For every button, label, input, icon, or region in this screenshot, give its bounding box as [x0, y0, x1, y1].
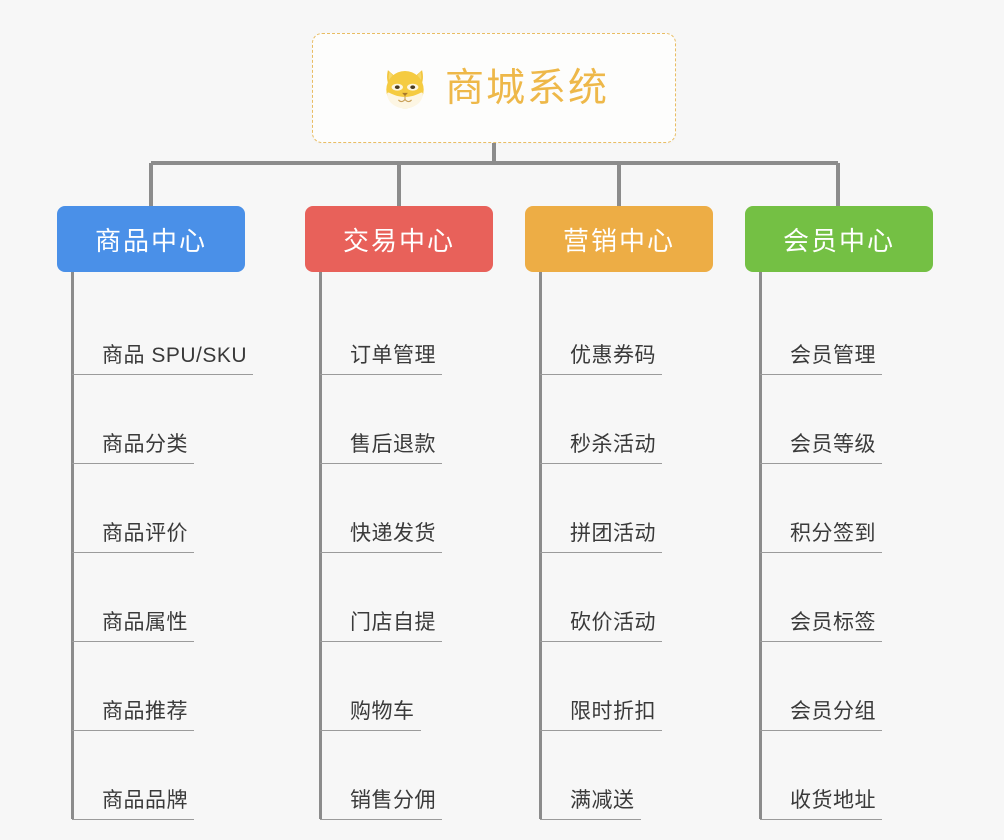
- leaf-label: 会员分组: [790, 700, 876, 723]
- category-box-member[interactable]: 会员中心: [745, 206, 933, 272]
- leaf-underline: [760, 819, 882, 820]
- category-label: 商品中心: [94, 225, 207, 256]
- leaf-underline: [320, 463, 442, 464]
- leaf-item[interactable]: 商品属性: [72, 553, 247, 642]
- leaf-label: 门店自提: [350, 611, 436, 634]
- category-box-marketing[interactable]: 营销中心: [525, 206, 713, 272]
- leaf-underline: [72, 374, 253, 375]
- leaf-column-product: 商品 SPU/SKU 商品分类 商品评价 商品属性 商品推荐 商品品牌: [72, 286, 253, 820]
- leaf-label: 销售分佣: [350, 789, 436, 812]
- leaf-label: 会员管理: [790, 344, 876, 367]
- leaf-label: 优惠券码: [570, 344, 656, 367]
- category-label: 营销中心: [562, 225, 675, 256]
- category-label: 会员中心: [782, 225, 895, 256]
- leaf-underline: [320, 819, 442, 820]
- leaf-item[interactable]: 限时折扣: [540, 642, 662, 731]
- leaf-underline: [540, 374, 662, 375]
- leaf-label: 积分签到: [790, 522, 876, 545]
- root-title: 商城系统: [444, 66, 609, 110]
- root-node[interactable]: 商城系统: [312, 33, 676, 143]
- leaf-label: 商品分类: [102, 433, 188, 456]
- leaf-label: 快递发货: [350, 522, 436, 545]
- category-box-product[interactable]: 商品中心: [57, 206, 245, 272]
- leaf-label: 收货地址: [790, 789, 876, 812]
- leaf-underline: [320, 641, 442, 642]
- leaf-item[interactable]: 销售分佣: [320, 731, 442, 820]
- leaf-underline: [760, 463, 882, 464]
- category-label: 交易中心: [342, 225, 455, 256]
- leaf-item[interactable]: 会员分组: [760, 642, 882, 731]
- leaf-underline: [540, 552, 662, 553]
- leaf-label: 购物车: [350, 700, 415, 723]
- leaf-item[interactable]: 商品品牌: [72, 731, 247, 820]
- leaf-label: 砍价活动: [570, 611, 656, 634]
- leaf-underline: [72, 552, 194, 553]
- leaf-item[interactable]: 订单管理: [320, 286, 442, 375]
- leaf-underline: [760, 641, 882, 642]
- leaf-item[interactable]: 收货地址: [760, 731, 882, 820]
- leaf-item[interactable]: 积分签到: [760, 464, 882, 553]
- leaf-label: 售后退款: [350, 433, 436, 456]
- leaf-underline: [760, 730, 882, 731]
- leaf-underline: [540, 641, 662, 642]
- leaf-item[interactable]: 会员管理: [760, 286, 882, 375]
- leaf-item[interactable]: 商品评价: [72, 464, 247, 553]
- leaf-item[interactable]: 快递发货: [320, 464, 442, 553]
- leaf-item[interactable]: 会员标签: [760, 553, 882, 642]
- leaf-item[interactable]: 满减送: [540, 731, 656, 820]
- leaf-label: 商品品牌: [102, 789, 188, 812]
- leaf-underline: [320, 374, 442, 375]
- leaf-item[interactable]: 售后退款: [320, 375, 442, 464]
- leaf-underline: [760, 374, 882, 375]
- shiba-dog-face-icon: [386, 70, 424, 109]
- leaf-underline: [72, 641, 194, 642]
- leaf-item[interactable]: 会员等级: [760, 375, 882, 464]
- leaf-underline: [540, 730, 662, 731]
- leaf-underline: [320, 552, 442, 553]
- leaf-underline: [72, 463, 194, 464]
- leaf-underline: [72, 730, 194, 731]
- leaf-underline: [760, 552, 882, 553]
- leaf-item[interactable]: 商品分类: [72, 375, 247, 464]
- leaf-label: 会员标签: [790, 611, 876, 634]
- leaf-column-member: 会员管理 会员等级 积分签到 会员标签 会员分组 收货地址: [760, 286, 882, 820]
- leaf-item[interactable]: 拼团活动: [540, 464, 662, 553]
- leaf-column-trade: 订单管理 售后退款 快递发货 门店自提 购物车 销售分佣: [320, 286, 442, 820]
- leaf-item[interactable]: 门店自提: [320, 553, 442, 642]
- leaf-underline: [320, 730, 421, 731]
- leaf-item[interactable]: 商品推荐: [72, 642, 247, 731]
- leaf-item[interactable]: 优惠券码: [540, 286, 662, 375]
- leaf-label: 订单管理: [350, 344, 436, 367]
- leaf-label: 会员等级: [790, 433, 876, 456]
- leaf-item[interactable]: 秒杀活动: [540, 375, 662, 464]
- leaf-column-marketing: 优惠券码 秒杀活动 拼团活动 砍价活动 限时折扣 满减送: [540, 286, 662, 820]
- leaf-item[interactable]: 砍价活动: [540, 553, 662, 642]
- leaf-item[interactable]: 购物车: [320, 642, 436, 731]
- leaf-label: 满减送: [570, 789, 635, 812]
- leaf-label: 商品推荐: [102, 700, 188, 723]
- leaf-label: 拼团活动: [570, 522, 656, 545]
- leaf-label: 商品 SPU/SKU: [102, 344, 248, 367]
- leaf-label: 秒杀活动: [570, 433, 656, 456]
- leaf-item[interactable]: 商品 SPU/SKU: [72, 286, 253, 375]
- category-box-trade[interactable]: 交易中心: [305, 206, 493, 272]
- leaf-label: 商品评价: [102, 522, 188, 545]
- leaf-label: 商品属性: [102, 611, 188, 634]
- leaf-underline: [540, 819, 641, 820]
- leaf-underline: [72, 819, 194, 820]
- leaf-underline: [540, 463, 662, 464]
- leaf-label: 限时折扣: [570, 700, 656, 723]
